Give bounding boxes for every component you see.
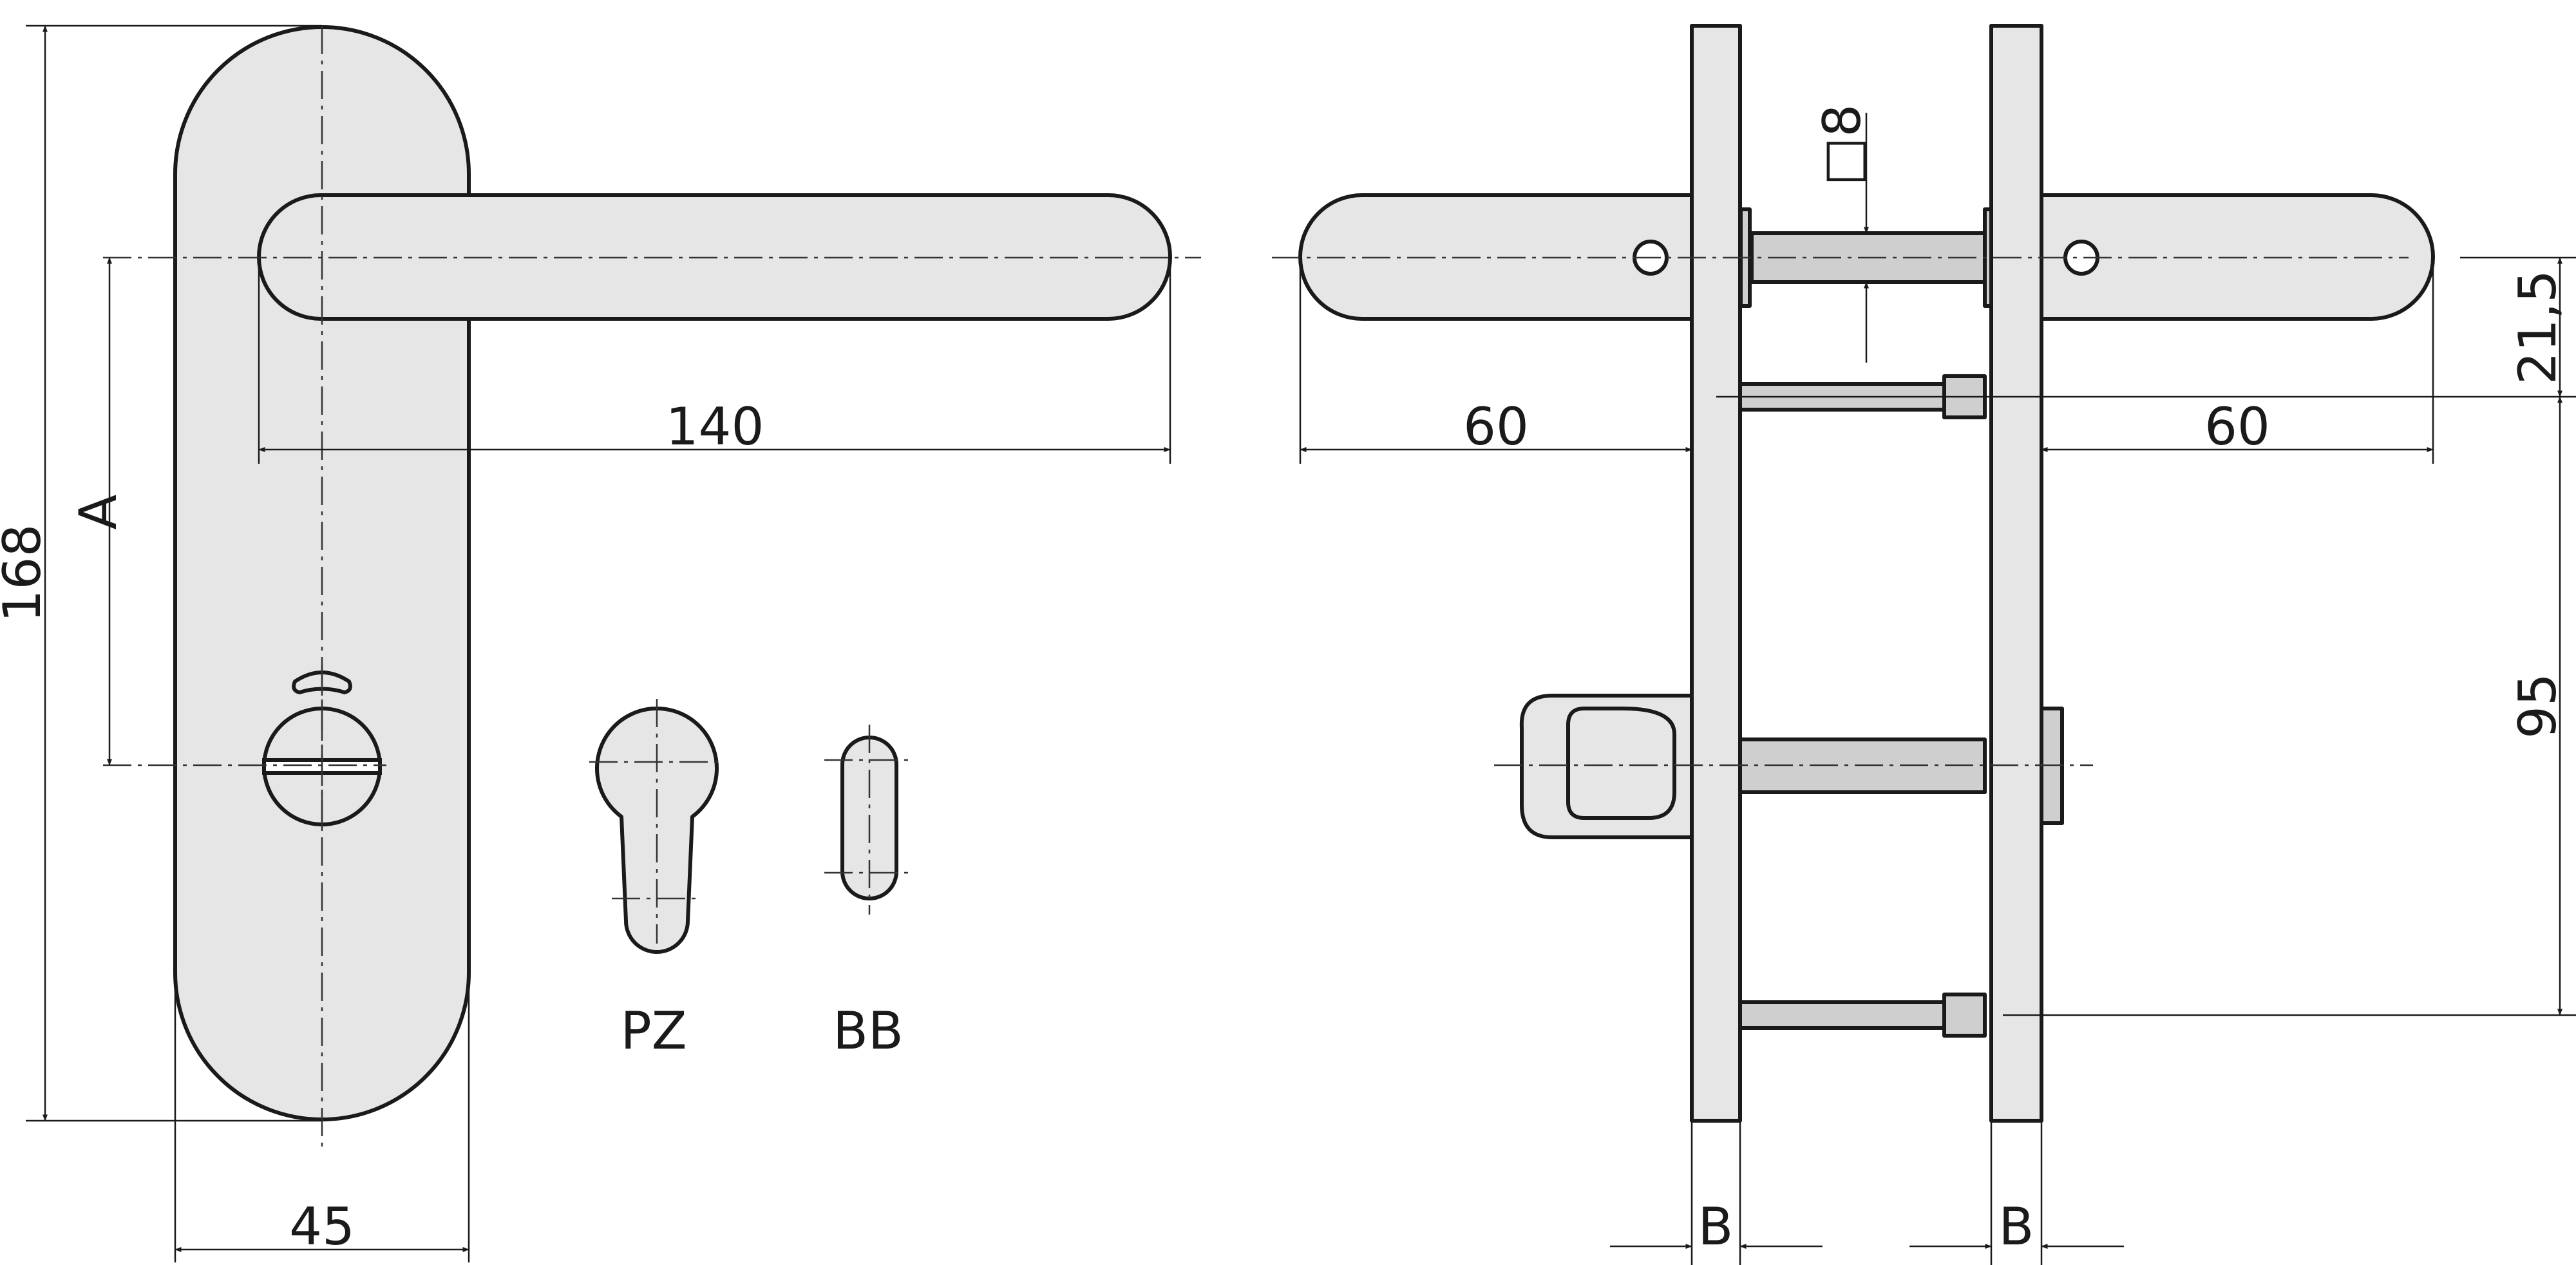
dim-square-8-label: □8: [1812, 104, 1872, 185]
dim-45-label: 45: [289, 1197, 355, 1257]
keyhole-bb: BB: [824, 725, 914, 1061]
keyhole-pz: PZ: [589, 699, 724, 1061]
label-bb: BB: [833, 1001, 904, 1061]
dim-95-label: 95: [2508, 673, 2568, 739]
dim-60-left-label: 60: [1463, 397, 1529, 457]
dim-b-right-label: B: [1999, 1197, 2034, 1257]
dim-140-label: 140: [666, 397, 764, 457]
screw-bottom: [1738, 1000, 1946, 1030]
plate-right: [1989, 24, 2043, 1123]
dim-b-left-label: B: [1698, 1197, 1734, 1257]
dim-168-label: 168: [0, 524, 52, 623]
front-dimensions: 168 A 140 45: [0, 24, 1171, 1262]
front-view: [103, 25, 1201, 1146]
side-view: [1272, 24, 2435, 1123]
side-dimensions: 60 60 □8 21,5 95 B B: [1299, 104, 2576, 1265]
dim-60-right-label: 60: [2204, 397, 2270, 457]
dim-a-label: A: [68, 494, 128, 529]
plate-left: [1690, 24, 1742, 1123]
dim-21-5-label: 21,5: [2508, 270, 2568, 385]
label-pz: PZ: [620, 1001, 687, 1061]
